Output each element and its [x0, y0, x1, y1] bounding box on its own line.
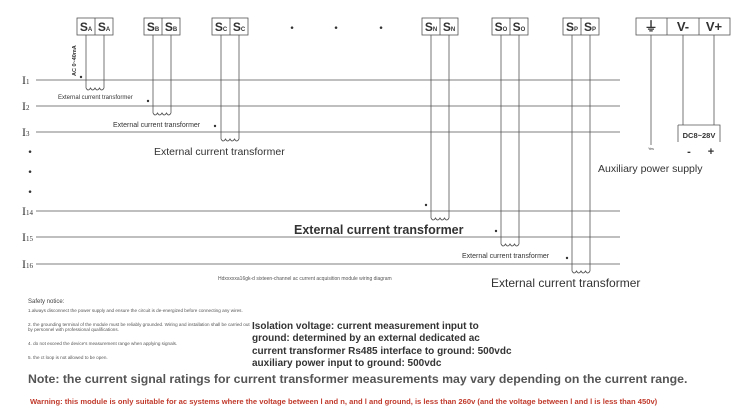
- ct-coil-16: [571, 270, 591, 274]
- terminal-s-o-1: SO: [495, 20, 508, 34]
- terminal-s-n-2: SN: [443, 20, 455, 34]
- terminal-s-c-1: SC: [215, 20, 228, 34]
- terminal-s-p-1: SP: [566, 20, 578, 34]
- plus-polarity: +: [708, 146, 714, 158]
- ct-label-14: External current transformer: [294, 223, 464, 237]
- safety-item-1: 1.always disconnect the power supply and…: [28, 308, 243, 313]
- ct-coil-3: [220, 138, 240, 142]
- safety-item-2: 2. the grounding terminal of the module …: [28, 322, 250, 333]
- ct-label-2: External current transformer: [113, 122, 201, 129]
- terminal-s-b-1: SB: [147, 20, 160, 34]
- terminal-s-p-2: SP: [584, 20, 596, 34]
- ct-label-1: External current transformer: [58, 95, 133, 101]
- minus-polarity: -: [687, 146, 691, 158]
- ellipsis-dot-1: •: [289, 24, 294, 34]
- vminus-label: V-: [677, 19, 689, 34]
- current-label-i16: I16: [22, 257, 34, 271]
- current-label-i14: I14: [22, 204, 34, 218]
- ct-coil-1: [85, 87, 105, 91]
- current-label-i1: I1: [22, 73, 30, 87]
- ct-coil-14: [430, 217, 450, 221]
- terminal-s-c-2: SC: [233, 20, 246, 34]
- current-label-i3: I3: [22, 125, 30, 139]
- ellipsis-dot-3: •: [378, 24, 383, 34]
- aux-power-label: Auxiliary power supply: [598, 163, 703, 175]
- safety-item-4: 5. the ct loop is not allowed to be open…: [28, 355, 108, 360]
- terminal-s-a-2: SA: [98, 20, 111, 34]
- note-text: Note: the current signal ratings for cur…: [28, 372, 688, 386]
- warning-text: Warning: this module is only suitable fo…: [30, 397, 658, 406]
- ct-label-16: External current transformer: [491, 276, 640, 290]
- vplus-label: V+: [706, 19, 723, 34]
- safety-title: Safety notice:: [28, 299, 65, 305]
- terminal-s-o-2: SO: [513, 20, 526, 34]
- current-label-i2: I2: [22, 99, 30, 113]
- ct-label-15: External current transformer: [462, 253, 550, 260]
- ellipsis-dot-2: •: [333, 24, 338, 34]
- vertical-dot-3: •: [27, 188, 32, 198]
- vertical-dot-1: •: [27, 148, 32, 158]
- ct-label-3: External current transformer: [154, 146, 285, 158]
- ground-icon: ⏚: [644, 19, 657, 34]
- current-label-i15: I15: [22, 230, 34, 244]
- ct-coil-2: [152, 112, 172, 116]
- diagram-caption: Hdxxxxxa16gk-d sixteen-channel ac curren…: [218, 276, 392, 282]
- vertical-dot-2: •: [27, 168, 32, 178]
- terminal-s-n-1: SN: [425, 20, 437, 34]
- isolation-text: Isolation voltage: current measurement i…: [252, 321, 512, 369]
- ground-small-label: Yes: [648, 147, 654, 151]
- dc-voltage-label: DC8~28V: [683, 131, 716, 140]
- safety-item-3: 4. do not exceed the device's measuremen…: [28, 341, 178, 346]
- terminal-s-a-1: SA: [80, 20, 93, 34]
- ac-range-label: AC 0~40mA: [72, 45, 78, 76]
- ct-coil-15: [500, 243, 520, 247]
- terminal-s-b-2: SB: [165, 20, 178, 34]
